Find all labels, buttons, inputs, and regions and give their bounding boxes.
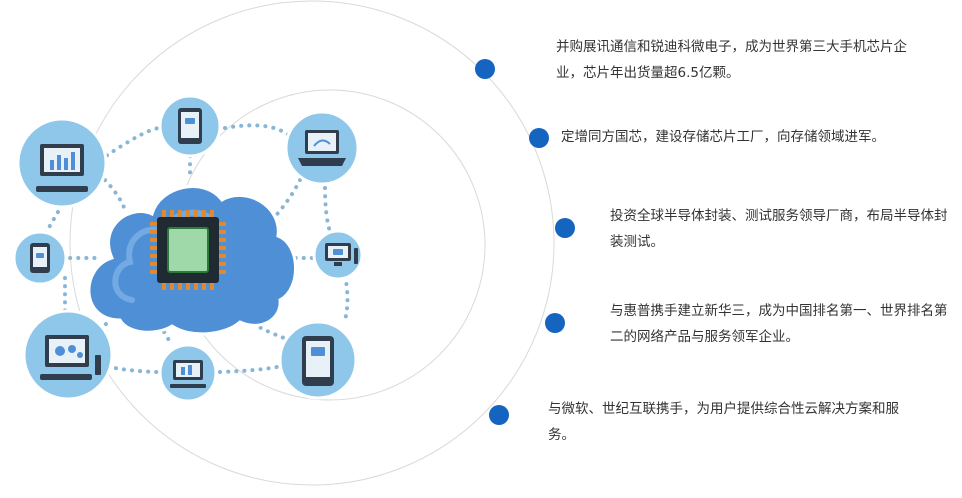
- laptop-icon: [298, 130, 346, 166]
- device-small-desktop: [158, 343, 218, 403]
- tablet-large-icon: [302, 336, 334, 386]
- timeline-dot-1: [475, 59, 495, 79]
- milestone-text-1: 并购展讯通信和锐迪科微电子，成为世界第三大手机芯片企业，芯片年出货量超6.5亿颗…: [556, 39, 907, 81]
- device-laptop: [284, 110, 360, 186]
- desktop-workstation-icon: [40, 335, 101, 380]
- small-desktop-icon: [170, 360, 206, 388]
- phone-icon: [30, 243, 50, 273]
- timeline-dot-4: [545, 313, 565, 333]
- desktop-monitor-icon: [36, 144, 88, 192]
- milestone-text-3: 投资全球半导体封装、测试服务领导厂商，布局半导体封装测试。: [610, 208, 948, 250]
- device-small-monitor: [312, 229, 364, 281]
- tablet-icon: [178, 108, 202, 144]
- device-phone: [12, 230, 68, 286]
- timeline-dot-2: [529, 128, 549, 148]
- milestone-text-5: 与微软、世纪互联携手，为用户提供综合性云解决方案和服务。: [548, 401, 899, 443]
- milestone-text-2: 定增同方国芯，建设存储芯片工厂，向存储领域进军。: [561, 129, 885, 145]
- outer-ring: [69, 0, 555, 486]
- device-tablet: [158, 94, 222, 158]
- device-tablet-large: [278, 320, 358, 400]
- milestone-text-4: 与惠普携手建立新华三，成为中国排名第一、世界排名第二的网络产品与服务领军企业。: [610, 303, 948, 345]
- device-desktop-monitor: [16, 117, 108, 209]
- small-monitor-icon: [325, 243, 358, 266]
- chip-icon: [150, 210, 226, 290]
- timeline-dot-3: [555, 218, 575, 238]
- timeline-dot-5: [489, 405, 509, 425]
- device-desktop-workstation: [22, 309, 114, 401]
